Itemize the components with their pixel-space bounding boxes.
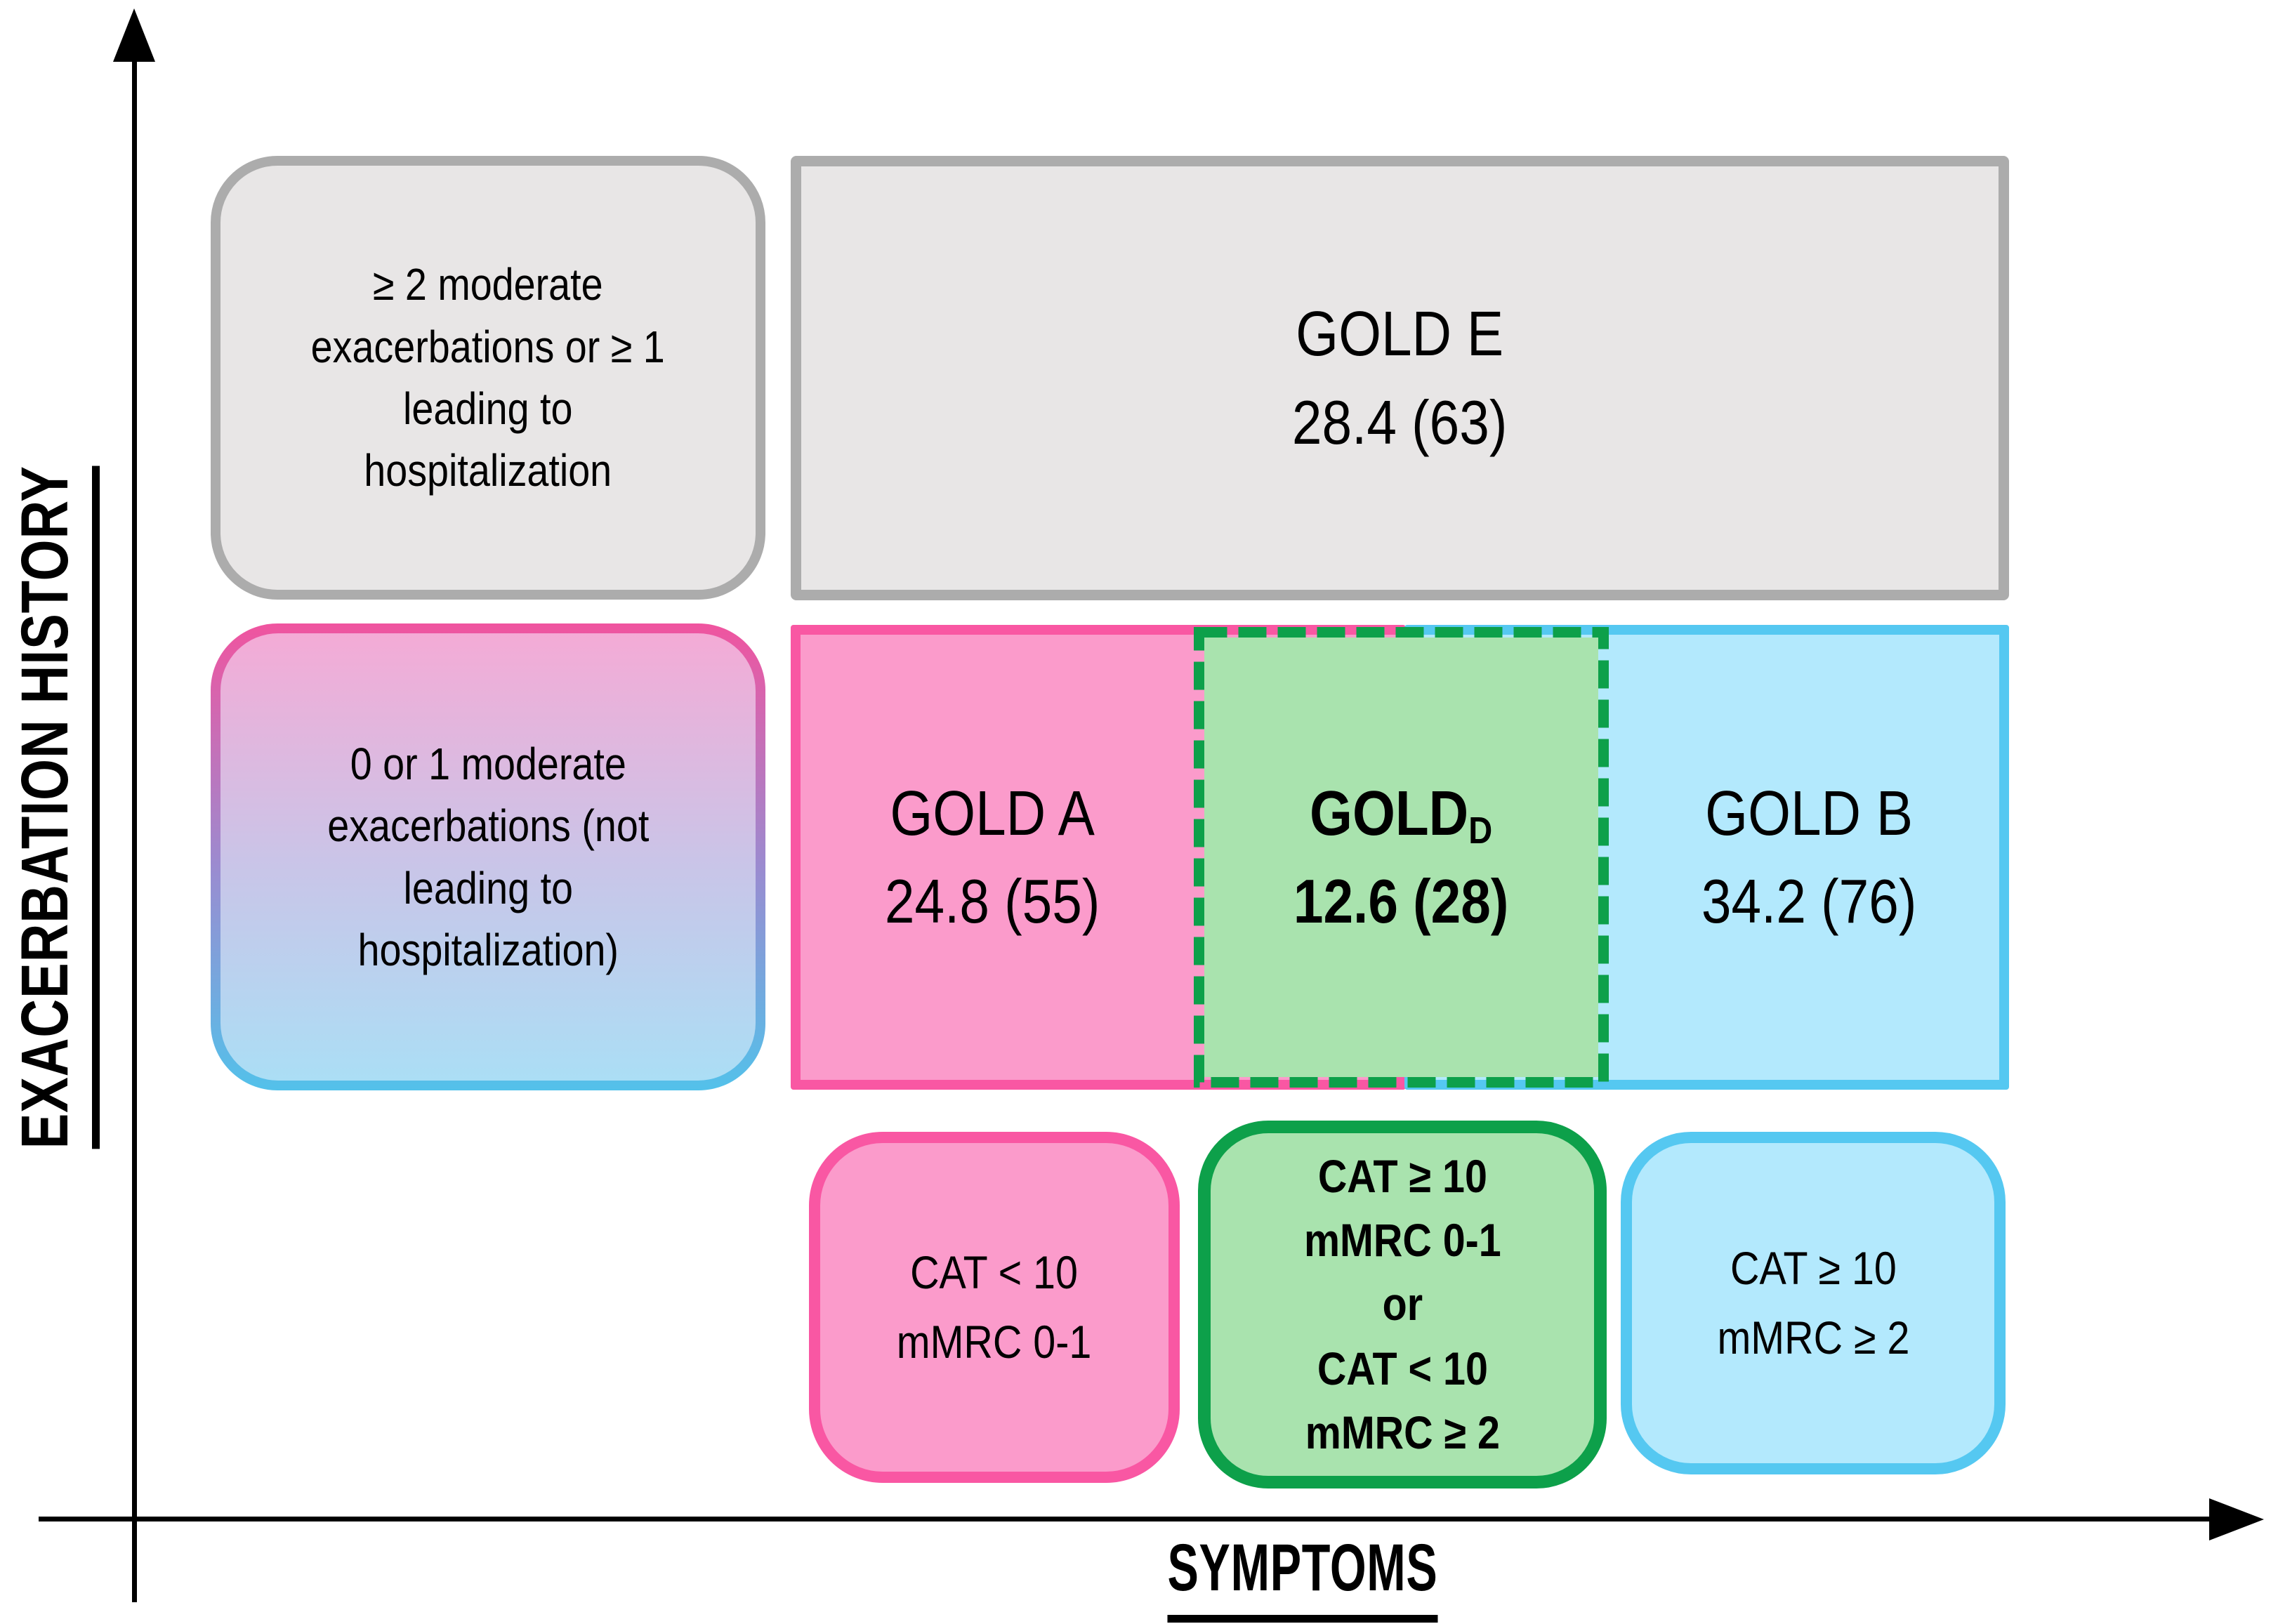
- symptoms-high-text: CAT ≥ 10 mMRC ≥ 2: [1717, 1242, 1909, 1364]
- x-axis-label: SYMPTOMS: [1022, 1531, 1584, 1623]
- exacerbation-low-box: 0 or 1 moderate exacerbations (not leadi…: [211, 623, 765, 1090]
- gold-b-text: GOLD B 34.2 (76): [1609, 625, 2009, 1090]
- y-axis-line: [132, 42, 137, 1602]
- gold-d-text: GOLDD 12.6 (28): [1194, 627, 1609, 1088]
- y-axis-label: EXACERBATION HISTORY: [0, 400, 117, 1215]
- gold-d-value: 12.6 (28): [1293, 866, 1509, 937]
- gold-d-subscript: D: [1468, 809, 1493, 852]
- x-axis-label-text: SYMPTOMS: [1167, 1530, 1438, 1623]
- gold-a-text: GOLD A 24.8 (55): [791, 625, 1194, 1090]
- gold-d-title: GOLDD: [1310, 778, 1493, 852]
- symptoms-low-box: CAT < 10 mMRC 0-1: [809, 1132, 1180, 1483]
- y-axis-arrow-icon: [113, 8, 155, 62]
- gold-a-title: GOLD A: [890, 778, 1095, 849]
- x-axis-line: [39, 1517, 2212, 1521]
- x-axis-arrow-icon: [2209, 1498, 2264, 1540]
- gold-d-dashed-border: [1194, 627, 1609, 1088]
- symptoms-high-box: CAT ≥ 10 mMRC ≥ 2: [1621, 1132, 2006, 1474]
- symptoms-mixed-text: CAT ≥ 10 mMRC 0-1 or CAT < 10 mMRC ≥ 2: [1303, 1150, 1501, 1458]
- exacerbation-high-text: ≥ 2 moderate exacerbations or ≥ 1 leadin…: [310, 259, 666, 496]
- exacerbation-low-box-fill: [220, 633, 756, 1081]
- gold-e-value: 28.4 (63): [1292, 387, 1508, 457]
- exacerbation-high-box: ≥ 2 moderate exacerbations or ≥ 1 leadin…: [211, 156, 765, 600]
- gold-b-title: GOLD B: [1705, 778, 1913, 849]
- symptoms-low-text: CAT < 10 mMRC 0-1: [897, 1246, 1092, 1368]
- gold-b-value: 34.2 (76): [1701, 866, 1917, 937]
- y-axis-label-text: EXACERBATION HISTORY: [7, 466, 100, 1149]
- gold-d-box-fill: [1204, 638, 1598, 1077]
- gold-a-value: 24.8 (55): [884, 866, 1100, 937]
- gold-e-title: GOLD E: [1296, 299, 1504, 370]
- exacerbation-low-text: 0 or 1 moderate exacerbations (not leadi…: [327, 738, 650, 975]
- symptoms-mixed-box: CAT ≥ 10 mMRC 0-1 or CAT < 10 mMRC ≥ 2: [1198, 1121, 1607, 1488]
- gold-e-box: GOLD E 28.4 (63): [791, 156, 2009, 600]
- gold-d-box: [1194, 627, 1609, 1088]
